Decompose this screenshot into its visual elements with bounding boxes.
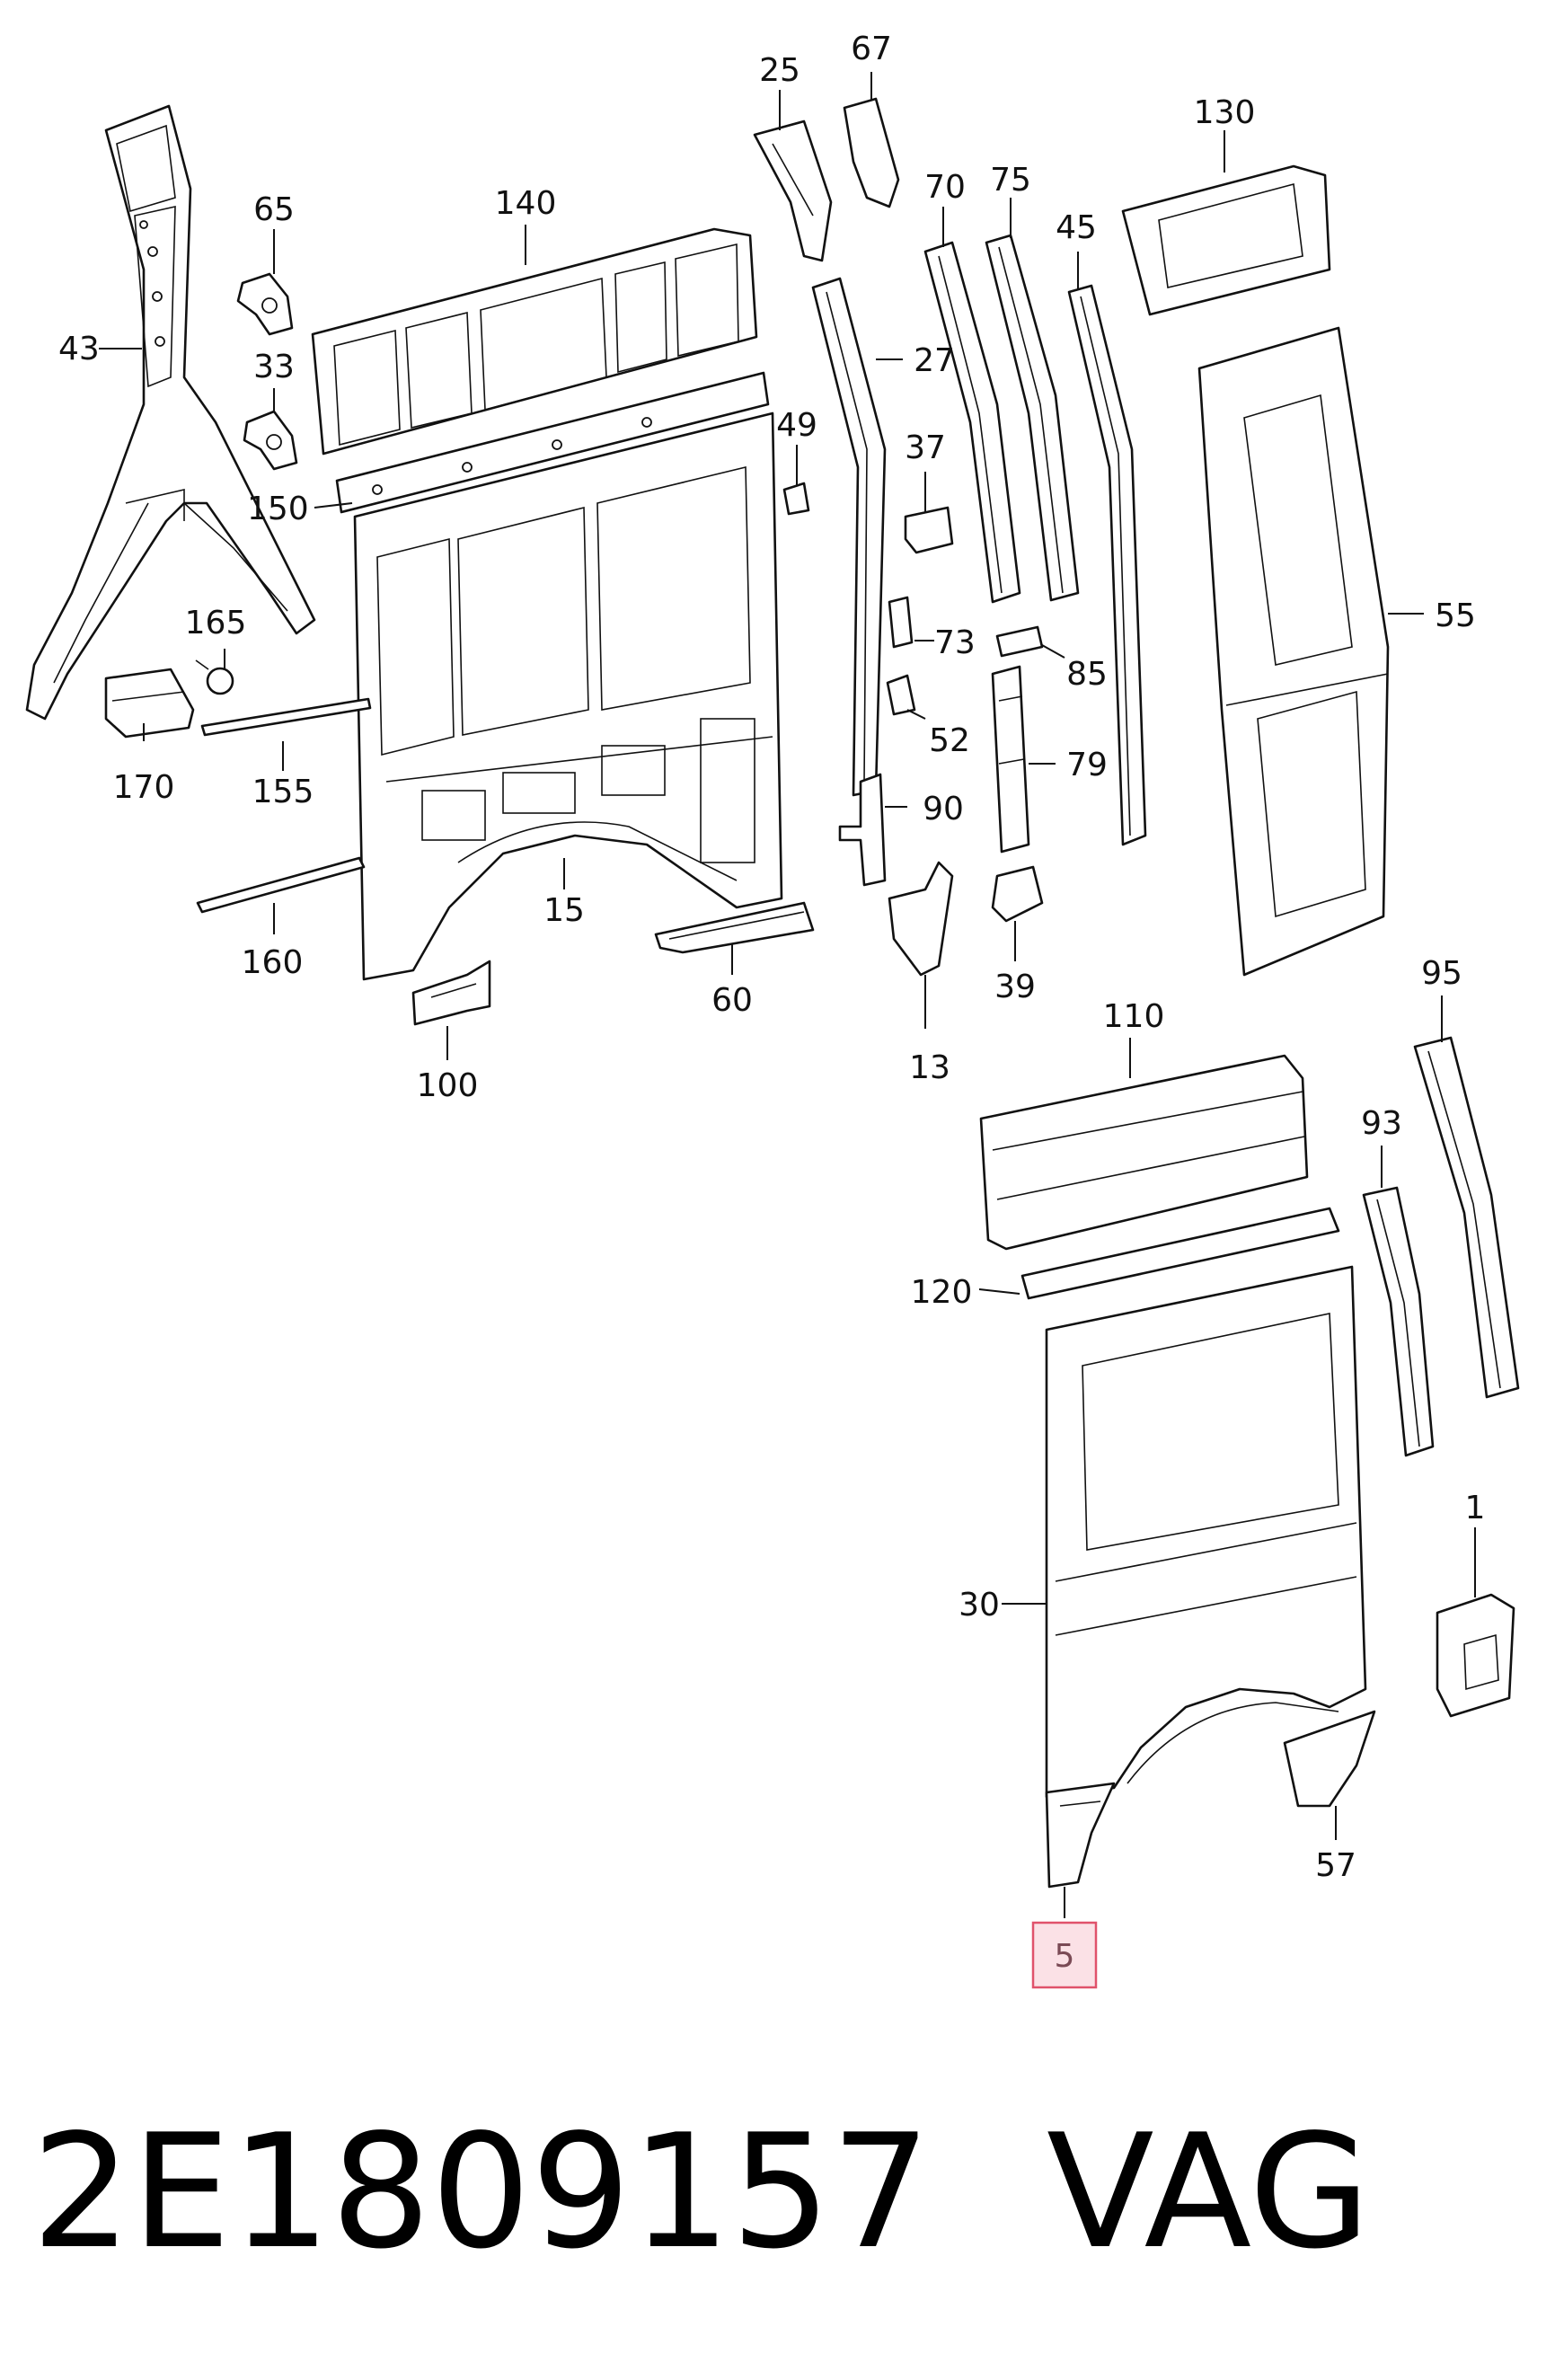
part-13-bracket <box>888 861 954 977</box>
callout-100: 100 <box>417 1067 479 1104</box>
callout-85: 85 <box>1066 656 1108 693</box>
callout-165: 165 <box>185 605 247 641</box>
callout-37: 37 <box>905 429 946 466</box>
callout-55: 55 <box>1435 597 1476 634</box>
callout-79: 79 <box>1066 747 1108 783</box>
callout-90: 90 <box>923 791 964 827</box>
callout-52: 52 <box>929 722 970 759</box>
part-15-side-panel <box>353 411 783 981</box>
leader-lines <box>99 72 1476 1918</box>
part-95-pillar <box>1413 1036 1520 1399</box>
part-70-pillar <box>923 241 1021 604</box>
part-45-pillar <box>1067 284 1147 846</box>
part-57-bracket <box>1283 1710 1376 1808</box>
part-67-bracket <box>843 97 900 208</box>
part-93-pillar <box>1362 1186 1435 1457</box>
callout-140: 140 <box>495 185 557 222</box>
part-1-bracket <box>1436 1593 1515 1718</box>
part-33-clip <box>243 410 298 471</box>
callout-95: 95 <box>1421 955 1462 992</box>
callout-170: 170 <box>113 769 175 806</box>
callout-39: 39 <box>994 969 1036 1005</box>
part-150-strip <box>335 371 770 514</box>
brand-name: VAG <box>1047 2101 1371 2284</box>
part-60-sill <box>654 901 815 954</box>
part-37-clip <box>904 506 954 554</box>
caption: 2E1809157 VAG <box>31 2101 1371 2284</box>
part-25-bracket <box>753 119 833 262</box>
highlighted-callout: 5 <box>1031 1921 1098 1989</box>
part-170-block <box>104 668 195 739</box>
part-65-clip <box>236 272 294 336</box>
part-27-strip <box>811 277 887 797</box>
callout-150: 150 <box>247 491 309 527</box>
part-100-bracket <box>411 960 491 1026</box>
callout-67: 67 <box>851 31 892 67</box>
callout-49: 49 <box>776 407 817 444</box>
callout-15: 15 <box>543 892 585 929</box>
callout-43: 43 <box>58 331 100 367</box>
part-5-bracket <box>1045 1782 1116 1889</box>
callout-93: 93 <box>1361 1105 1402 1142</box>
part-155-rail <box>200 697 372 737</box>
part-number: 2E1809157 <box>31 2101 931 2284</box>
part-55-panel <box>1197 326 1390 977</box>
part-120-strip <box>1020 1207 1340 1300</box>
callout-70: 70 <box>924 169 966 206</box>
part-140-upper-panel <box>311 227 758 456</box>
callout-75: 75 <box>990 162 1031 199</box>
part-49-clip <box>782 482 810 516</box>
callout-1: 1 <box>1465 1490 1486 1526</box>
callout-60: 60 <box>711 982 753 1019</box>
part-130-panel <box>1121 164 1331 316</box>
part-110-roof-panel <box>979 1054 1309 1251</box>
callout-155: 155 <box>252 774 314 810</box>
callout-65: 65 <box>253 191 295 228</box>
part-85-clip <box>995 625 1044 658</box>
callout-5: 5 <box>1055 1938 1075 1975</box>
part-90-bracket <box>838 773 887 887</box>
part-30-rear-panel <box>1045 1265 1367 1799</box>
part-73-clip <box>888 596 914 649</box>
callout-160: 160 <box>242 944 304 981</box>
callout-27: 27 <box>914 342 955 379</box>
callout-57: 57 <box>1315 1847 1356 1884</box>
callout-13: 13 <box>909 1049 950 1086</box>
part-52-clip <box>886 674 916 716</box>
callout-73: 73 <box>934 624 976 661</box>
callout-33: 33 <box>253 349 295 385</box>
part-79-bracket <box>991 665 1030 854</box>
callout-25: 25 <box>759 52 800 89</box>
callout-45: 45 <box>1056 209 1097 246</box>
part-43-pillar <box>25 104 316 721</box>
callout-labels: 43 65 33 140 150 165 170 155 160 15 100 … <box>58 31 1485 1884</box>
part-165-bolt <box>195 659 234 695</box>
callout-120: 120 <box>911 1274 973 1311</box>
callout-30: 30 <box>959 1587 1000 1624</box>
part-160-rail <box>196 856 366 914</box>
callout-130: 130 <box>1194 94 1256 131</box>
part-39-clip <box>991 865 1044 923</box>
callout-110: 110 <box>1103 998 1165 1035</box>
